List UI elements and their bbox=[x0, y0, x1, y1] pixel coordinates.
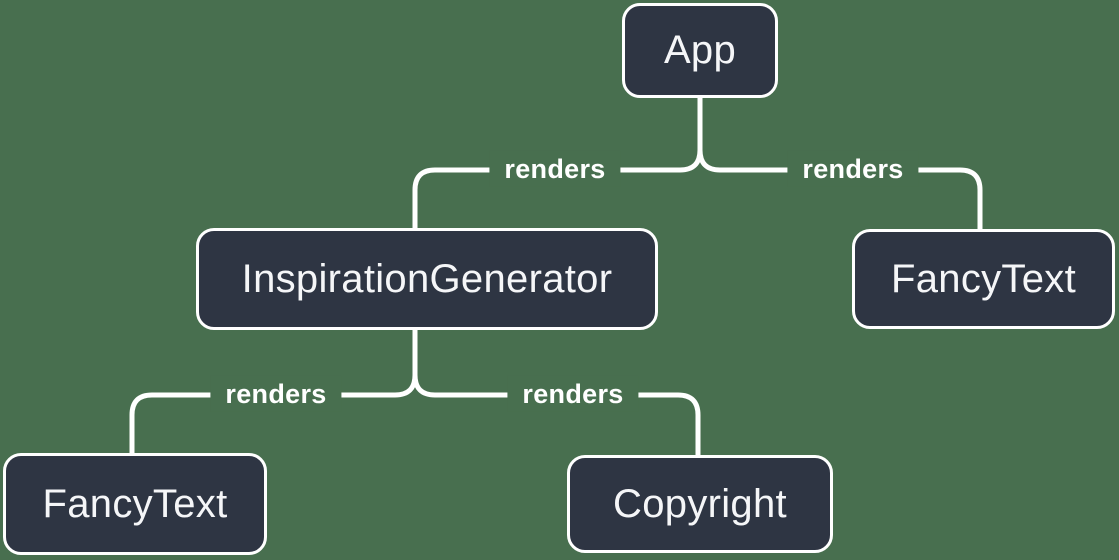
node-fancy-text-top: FancyText bbox=[852, 229, 1115, 329]
node-fancy-text-bottom-label: FancyText bbox=[42, 481, 228, 526]
node-fancy-text-top-label: FancyText bbox=[891, 256, 1076, 301]
node-app-label: App bbox=[663, 28, 737, 72]
node-app: App bbox=[622, 3, 778, 98]
edge-label-renders-app-inspirationgenerator: renders bbox=[489, 150, 621, 188]
node-copyright-label: Copyright bbox=[613, 481, 787, 526]
edge-label-renders-app-fancytext: renders bbox=[787, 150, 919, 188]
node-copyright: Copyright bbox=[567, 455, 833, 553]
edge-label-renders-inspirationgenerator-copyright: renders bbox=[507, 375, 639, 413]
node-inspiration-generator-label: InspirationGenerator bbox=[241, 256, 613, 301]
node-fancy-text-bottom: FancyText bbox=[3, 453, 267, 555]
edge-label-renders-inspirationgenerator-fancytext: renders bbox=[210, 375, 342, 413]
node-inspiration-generator: InspirationGenerator bbox=[196, 228, 658, 330]
